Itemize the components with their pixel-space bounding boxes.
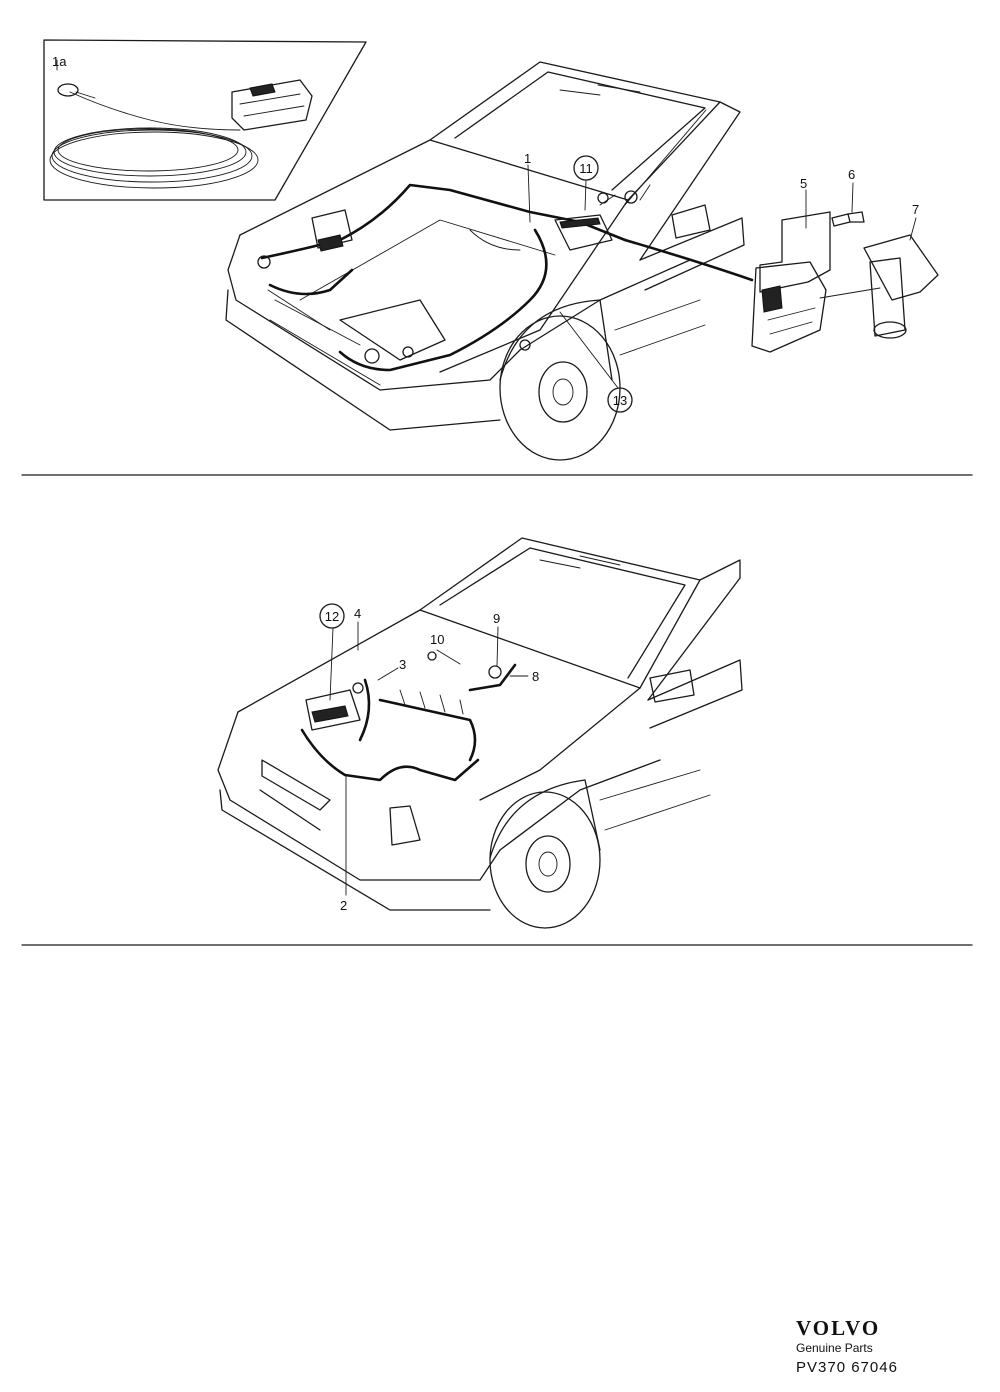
callout-5: 5 — [800, 176, 807, 191]
leader-lines-upper — [56, 59, 917, 389]
callout-12-circle — [319, 603, 345, 629]
callout-9: 9 — [493, 611, 500, 626]
callout-11: 11 — [579, 161, 593, 176]
callout-6: 6 — [848, 167, 855, 182]
leader-lines-lower — [329, 621, 529, 896]
volvo-logo: VOLVO — [796, 1316, 881, 1340]
callout-10: 10 — [430, 632, 444, 647]
bracket-assembly — [751, 211, 939, 353]
callout-1a: 1a — [52, 54, 67, 69]
callout-11-circle — [573, 155, 599, 181]
branding-block: VOLVO Genuine Parts PV370 67046 — [796, 1316, 916, 1380]
callout-2: 2 — [340, 898, 347, 913]
callout-13-circle — [607, 387, 633, 413]
lower-car-drawing — [217, 537, 743, 929]
callout-4: 4 — [354, 606, 361, 621]
inset-1a — [43, 39, 367, 201]
callout-12: 12 — [325, 609, 339, 624]
callout-3: 3 — [399, 657, 406, 672]
callout-13: 13 — [613, 393, 627, 408]
brand-subtitle: Genuine Parts — [796, 1341, 873, 1355]
callout-1: 1 — [524, 151, 531, 166]
diagram-code: PV370 67046 — [796, 1359, 898, 1376]
callout-7: 7 — [912, 202, 919, 217]
upper-car-drawing — [225, 61, 754, 461]
callout-8: 8 — [532, 669, 539, 684]
